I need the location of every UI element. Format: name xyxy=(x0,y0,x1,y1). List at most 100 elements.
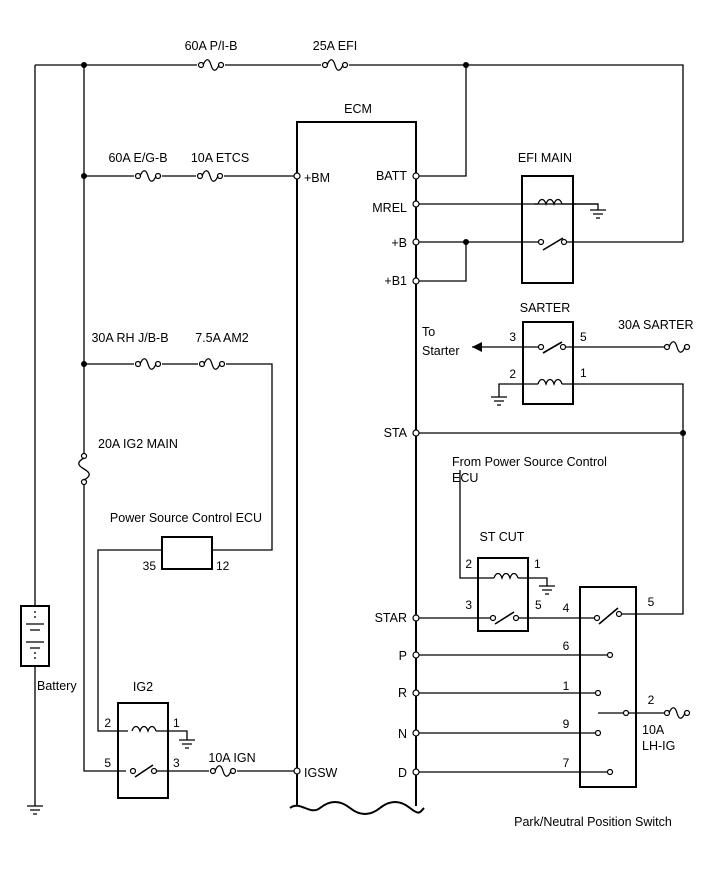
ecm-terminals xyxy=(293,172,420,776)
sarter-pin-5: 5 xyxy=(580,330,587,344)
ecm-pin-igsw: IGSW xyxy=(304,766,338,780)
ground-icon xyxy=(27,805,43,815)
gear-label-d: D xyxy=(398,766,407,780)
ig2-relay xyxy=(117,702,169,799)
ig2-coil-ground-wire xyxy=(156,730,188,740)
ig2-relay-box xyxy=(117,702,169,799)
relay-label-ig2: IG2 xyxy=(133,680,153,694)
am2-feed-wire xyxy=(84,363,273,551)
sarter-relay-box xyxy=(522,321,574,405)
fuse-60a-pib xyxy=(197,58,225,72)
st-cut-coil-feed-wire xyxy=(459,470,494,579)
fuse-10a-ign xyxy=(209,764,237,778)
sarter-coil-ground-wire xyxy=(498,383,538,397)
ground-icon xyxy=(491,396,507,406)
ig2-coil xyxy=(131,725,157,734)
from-psc-label-line1: From Power Source Control xyxy=(452,455,607,469)
ground-icon xyxy=(539,585,555,595)
ecm-pin-mrel: MREL xyxy=(372,201,407,215)
ecm-pin-star: STAR xyxy=(375,611,407,625)
psc-pin-12: 12 xyxy=(216,559,230,573)
pnp-pin-2: 2 xyxy=(648,693,655,707)
fuse-label-25a-efi: 25A EFI xyxy=(313,39,357,53)
inner-bus-wire-lower xyxy=(83,484,126,772)
sarter-coil-wire xyxy=(566,383,684,615)
to-starter-label-line1: To xyxy=(422,325,435,339)
ecm-block xyxy=(289,121,425,815)
pnp-pin-7: 7 xyxy=(563,756,570,770)
fuse-symbols xyxy=(78,58,691,778)
ig2-pin-2: 2 xyxy=(104,716,111,730)
st-cut-pin-1: 1 xyxy=(534,557,541,571)
fuse-label-20a-ig2main: 20A IG2 MAIN xyxy=(98,437,178,451)
ecm-pin-batt: BATT xyxy=(376,169,407,183)
pnp-switch-box xyxy=(579,586,637,788)
ground-icon xyxy=(179,739,195,749)
pnp-pin-9: 9 xyxy=(563,717,570,731)
to-starter-arrow-icon xyxy=(472,342,482,352)
relay-label-sarter: SARTER xyxy=(520,301,570,315)
st-cut-pin-3: 3 xyxy=(465,598,472,612)
pnp-switch-contact xyxy=(598,607,619,625)
psc-to-ig2-wire xyxy=(97,549,162,732)
fuse-label-10a-lhig-line1: 10A xyxy=(642,723,665,737)
ig2-pin-1: 1 xyxy=(173,716,180,730)
pnp-switch-label: Park/Neutral Position Switch xyxy=(514,815,672,829)
ecm-pin-b1: +B1 xyxy=(384,274,407,288)
st-cut-switch-contact xyxy=(494,611,515,625)
fuse-label-10a-etcs: 10A ETCS xyxy=(191,151,249,165)
sarter-relay xyxy=(522,321,574,405)
sarter-pin-2: 2 xyxy=(509,367,516,381)
sarter-coil xyxy=(537,378,566,387)
ground-symbols xyxy=(27,209,606,815)
ecm-pin-sta: STA xyxy=(384,426,408,440)
pnp-pin-4: 4 xyxy=(563,601,570,615)
fuse-75a-am2 xyxy=(198,357,226,371)
top-bus-wire xyxy=(35,64,684,242)
ecm-title: ECM xyxy=(344,102,372,116)
sarter-pin-1: 1 xyxy=(580,366,587,380)
fuse-label-60a-pib: 60A P/I-B xyxy=(185,39,238,53)
psc-ecu-label: Power Source Control ECU xyxy=(110,511,262,525)
pnp-pin-5: 5 xyxy=(648,595,655,609)
pnp-pin-1: 1 xyxy=(563,679,570,693)
psc-pin-35: 35 xyxy=(143,559,157,573)
fuse-label-75a-am2: 7.5A AM2 xyxy=(195,331,249,345)
fuse-25a-efi xyxy=(321,58,349,72)
ecm-outline xyxy=(296,121,417,806)
b1-wire xyxy=(416,242,467,282)
sarter-pin-3: 3 xyxy=(509,330,516,344)
battery-label: Battery xyxy=(37,679,77,693)
ground-icon xyxy=(590,209,606,219)
fuse-30a-rhjbb xyxy=(134,357,162,371)
st-cut-relay-box xyxy=(477,557,529,632)
battery-icon xyxy=(20,605,50,667)
sarter-switch-contact xyxy=(542,341,563,354)
efi-main-coil xyxy=(534,198,576,207)
fuse-10a-etcs xyxy=(196,169,224,183)
ecm-pin-bm: +BM xyxy=(304,171,330,185)
ig2-pin-3: 3 xyxy=(173,756,180,770)
gear-label-p: P xyxy=(399,649,407,663)
ig2-pin-5: 5 xyxy=(104,756,111,770)
st-cut-relay xyxy=(477,557,529,632)
st-cut-coil xyxy=(493,572,519,581)
efi-main-switch-contact xyxy=(542,237,564,251)
efi-main-relay xyxy=(521,175,598,284)
st-cut-pin-2: 2 xyxy=(465,557,472,571)
ecm-break-line xyxy=(289,801,425,815)
labels: 60A P/I-B 25A EFI 60A E/G-B 10A ETCS 30A… xyxy=(37,39,694,829)
wires xyxy=(34,64,684,806)
fuse-label-10a-ign: 10A IGN xyxy=(208,751,255,765)
pnp-pin-6: 6 xyxy=(563,639,570,653)
ig2-switch-contact xyxy=(134,764,154,778)
fuse-label-60a-egb: 60A E/G-B xyxy=(108,151,167,165)
fuse-label-10a-lhig-line2: LH-IG xyxy=(642,739,675,753)
fuse-label-30a-sarter: 30A SARTER xyxy=(618,318,694,332)
junction-dots xyxy=(81,62,686,436)
fuse-60a-egb xyxy=(134,169,162,183)
fuse-label-30a-rhjbb: 30A RH J/B-B xyxy=(91,331,168,345)
fuse-20a-ig2main xyxy=(78,452,90,486)
relay-label-efi-main: EFI MAIN xyxy=(518,151,572,165)
